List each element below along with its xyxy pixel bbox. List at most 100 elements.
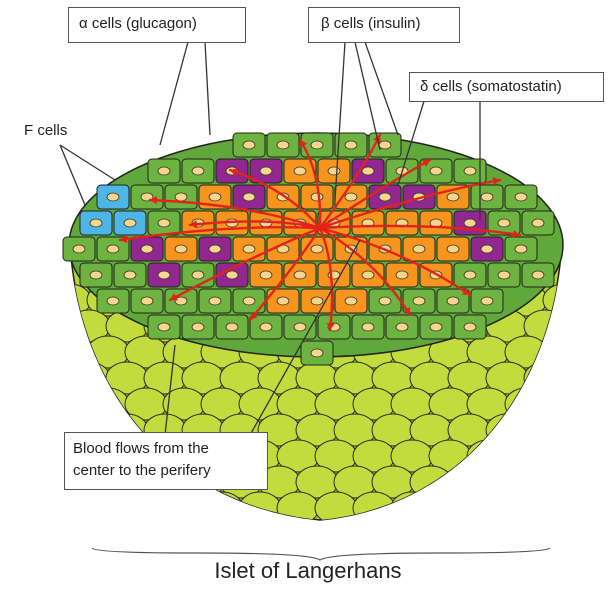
cell-nucleus [243, 297, 255, 305]
cell-nucleus [90, 219, 102, 227]
cell-nucleus [413, 297, 425, 305]
cell-nucleus [447, 193, 459, 201]
f-cells-label: F cells [24, 122, 67, 139]
body-cell [30, 362, 72, 394]
cell-nucleus [243, 245, 255, 253]
blood-flow-line-2: center to the perifery [73, 460, 267, 482]
cell-nucleus [498, 219, 510, 227]
cell-nucleus [515, 193, 527, 201]
cell-nucleus [192, 271, 204, 279]
cell-nucleus [260, 271, 272, 279]
cell-nucleus [311, 193, 323, 201]
body-cell [448, 466, 490, 498]
cell-nucleus [362, 271, 374, 279]
body-cell [11, 336, 53, 368]
body-cell [125, 492, 167, 524]
cell-nucleus [226, 323, 238, 331]
cell-nucleus [362, 167, 374, 175]
body-cell [49, 492, 91, 524]
cell-nucleus [294, 271, 306, 279]
body-cell [201, 492, 243, 524]
body-cell [467, 440, 509, 472]
cell-nucleus [532, 219, 544, 227]
cell-nucleus [396, 323, 408, 331]
cell-nucleus [447, 297, 459, 305]
body-cell [562, 310, 604, 342]
cell-nucleus [73, 245, 85, 253]
body-cell [163, 492, 205, 524]
body-cell [524, 414, 566, 446]
cell-nucleus [328, 167, 340, 175]
cell-nucleus [107, 245, 119, 253]
cell-nucleus [311, 245, 323, 253]
alpha-cells-label: α cells (glucagon) [68, 7, 246, 43]
body-cell [543, 336, 585, 368]
cell-nucleus [107, 297, 119, 305]
cell-nucleus [311, 349, 323, 357]
body-cell [429, 492, 471, 524]
cell-nucleus [141, 297, 153, 305]
body-cell [11, 492, 53, 524]
cell-nucleus [158, 219, 170, 227]
cell-nucleus [277, 141, 289, 149]
cell-nucleus [396, 271, 408, 279]
body-cell [486, 466, 528, 498]
body-cell [505, 492, 547, 524]
cell-nucleus [192, 167, 204, 175]
cell-nucleus [192, 323, 204, 331]
body-cell [505, 440, 547, 472]
cell-nucleus [158, 323, 170, 331]
cell-nucleus [260, 167, 272, 175]
cell-nucleus [209, 297, 221, 305]
body-cell [49, 388, 91, 420]
cell-nucleus [209, 245, 221, 253]
cell-nucleus [124, 271, 136, 279]
body-cell [353, 492, 395, 524]
body-cell [562, 414, 604, 446]
cell-nucleus [532, 271, 544, 279]
cell-nucleus [311, 141, 323, 149]
body-cell [543, 440, 585, 472]
cell-nucleus [447, 245, 459, 253]
cell-nucleus [311, 297, 323, 305]
cell-nucleus [294, 323, 306, 331]
body-cell [49, 336, 91, 368]
beta-cells-label: β cells (insulin) [308, 7, 460, 43]
cell-nucleus [481, 297, 493, 305]
cell-nucleus [464, 219, 476, 227]
cell-nucleus [515, 245, 527, 253]
body-cell [87, 388, 129, 420]
cell-nucleus [175, 193, 187, 201]
body-cell [543, 388, 585, 420]
cell-nucleus [379, 193, 391, 201]
body-cell [410, 466, 452, 498]
body-cell [524, 362, 566, 394]
cell-nucleus [175, 245, 187, 253]
cell-nucleus [141, 245, 153, 253]
body-cell [87, 492, 129, 524]
blood-flow-line-1: Blood flows from the [73, 438, 267, 460]
body-cell [11, 440, 53, 472]
cell-nucleus [430, 323, 442, 331]
cell-nucleus [464, 323, 476, 331]
cell-nucleus [481, 193, 493, 201]
cell-nucleus [294, 167, 306, 175]
cell-nucleus [260, 323, 272, 331]
cell-nucleus [226, 271, 238, 279]
body-cell [68, 362, 110, 394]
body-cell [11, 388, 53, 420]
body-cell [562, 466, 604, 498]
cell-nucleus [107, 193, 119, 201]
body-cell [315, 492, 357, 524]
cell-nucleus [379, 297, 391, 305]
cell-nucleus [345, 141, 357, 149]
body-cell [391, 492, 433, 524]
body-cell [467, 492, 509, 524]
body-cell [562, 362, 604, 394]
cell-nucleus [243, 141, 255, 149]
cell-nucleus [345, 193, 357, 201]
cell-nucleus [124, 219, 136, 227]
cell-nucleus [158, 271, 170, 279]
cell-nucleus [379, 141, 391, 149]
blood-flow-label: Blood flows from the center to the perif… [64, 432, 268, 490]
